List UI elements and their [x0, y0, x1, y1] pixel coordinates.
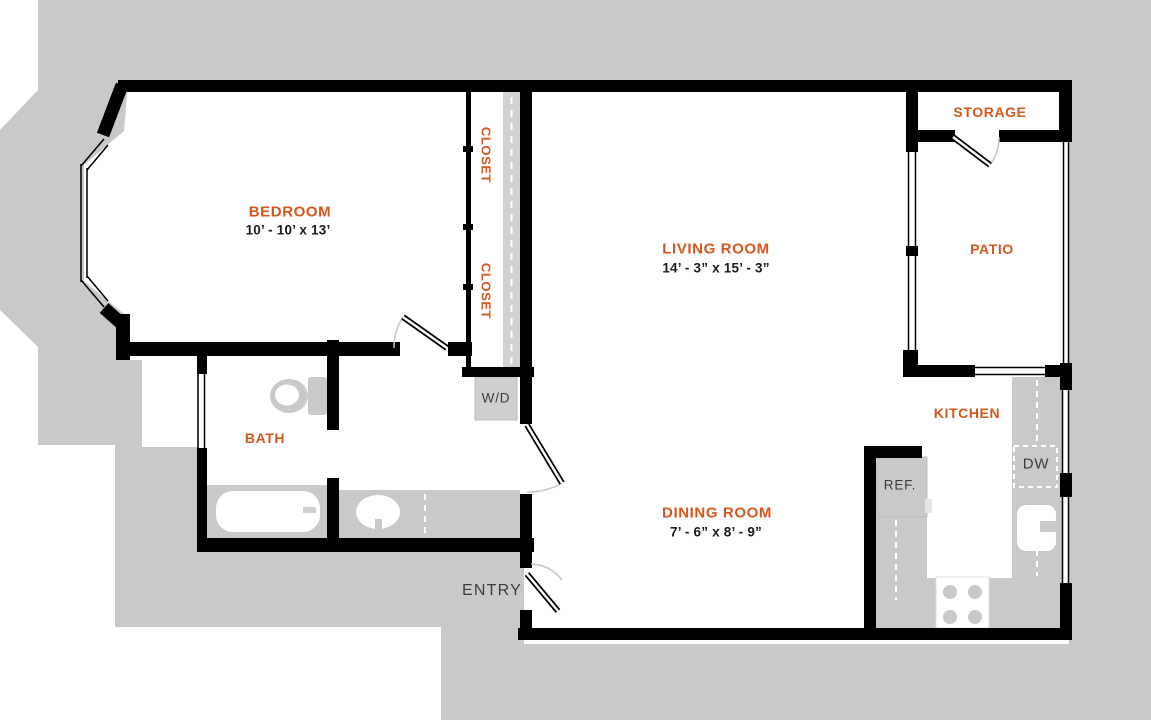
kitchen-sink — [1017, 505, 1057, 551]
living-room-label: LIVING ROOM — [662, 240, 770, 258]
storage-label: STORAGE — [953, 104, 1027, 120]
refrigerator-box — [875, 456, 932, 518]
bedroom-door — [393, 314, 449, 351]
patio-label: PATIO — [970, 241, 1014, 257]
dining-room-label: DINING ROOM — [662, 504, 772, 522]
entry-door — [524, 563, 563, 613]
washer-dryer-label: W/D — [481, 390, 511, 406]
bathtub — [205, 485, 327, 538]
dining-room-dims: 7’ - 6” x 8’ - 9” — [670, 524, 762, 540]
doors — [393, 134, 1000, 613]
vanity-sink — [339, 490, 520, 538]
kitchen-label: KITCHEN — [933, 405, 1001, 421]
entry-label: ENTRY — [462, 582, 522, 599]
refrigerator-label: REF. — [883, 477, 917, 493]
bedroom-label: BEDROOM — [248, 203, 332, 221]
closet-upper-label: CLOSET — [478, 126, 494, 184]
fixtures — [205, 92, 1062, 629]
dishwasher-box — [1013, 445, 1058, 488]
bedroom-dims: 10’ - 10’ x 13’ — [245, 222, 331, 238]
hall-door — [524, 423, 565, 493]
storage-door — [951, 134, 1000, 168]
living-room-dims: 14’ - 3” x 15’ - 3” — [662, 260, 770, 276]
closet-lower-label: CLOSET — [478, 262, 494, 320]
stove — [935, 576, 990, 629]
windows — [80, 138, 1070, 583]
toilet — [270, 377, 327, 415]
dishwasher-label: DW — [1022, 455, 1050, 473]
walls — [96, 80, 1072, 640]
bath-label: BATH — [244, 430, 286, 446]
